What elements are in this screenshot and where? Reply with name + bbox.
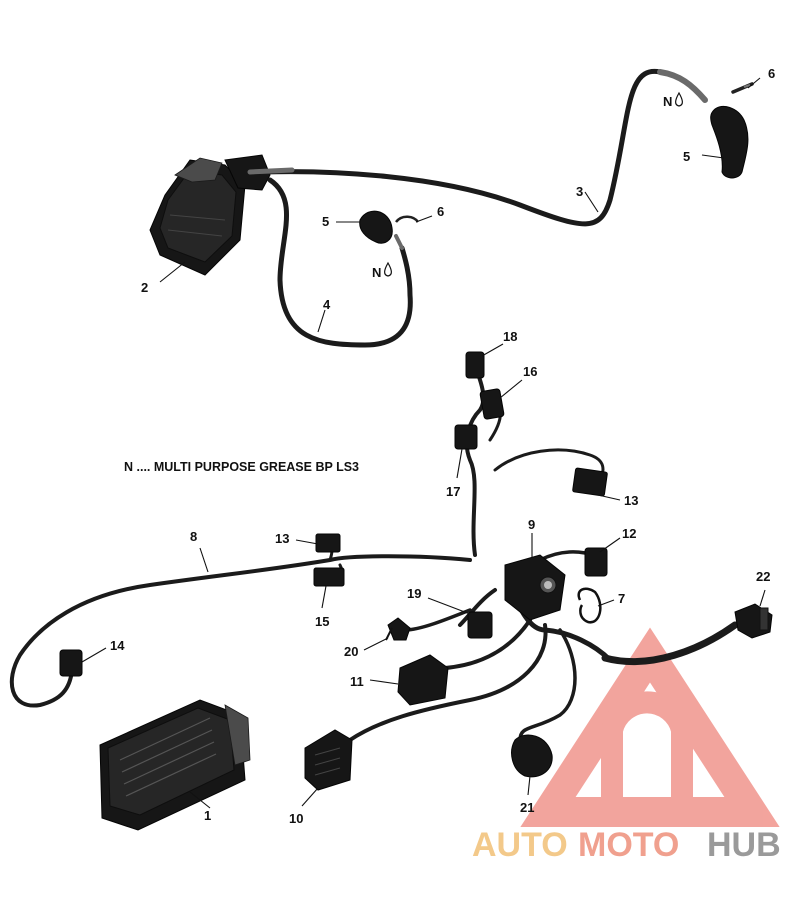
clip-6-top bbox=[731, 82, 754, 94]
connector-19 bbox=[467, 611, 493, 639]
callout-21: 21 bbox=[520, 800, 534, 815]
main-wiring-harness bbox=[9, 363, 739, 742]
connector-10 bbox=[304, 729, 353, 791]
grease-symbol-left: N bbox=[372, 265, 381, 280]
grease-note: N .... MULTI PURPOSE GREASE BP LS3 bbox=[124, 460, 359, 474]
callout-14: 14 bbox=[110, 638, 125, 653]
ignition-coil bbox=[149, 154, 271, 276]
ht-lead-3 bbox=[259, 68, 663, 227]
connector-13-lower bbox=[315, 533, 341, 553]
callout-3: 3 bbox=[576, 184, 583, 199]
connector-12 bbox=[584, 547, 608, 577]
spark-plug-cap-left bbox=[359, 210, 393, 244]
callout-7: 7 bbox=[618, 591, 625, 606]
connector-18 bbox=[465, 351, 485, 379]
callout-13-lower: 13 bbox=[275, 531, 289, 546]
connector-17 bbox=[454, 424, 478, 450]
callout-2: 2 bbox=[141, 280, 148, 295]
sensor-20 bbox=[385, 617, 411, 641]
connector-21 bbox=[511, 734, 553, 778]
callout-10: 10 bbox=[289, 811, 303, 826]
spark-plug-cap-top bbox=[710, 105, 749, 179]
ecu-connector-9 bbox=[504, 554, 566, 621]
callout-19: 19 bbox=[407, 586, 421, 601]
callout-12: 12 bbox=[622, 526, 636, 541]
grease-symbol-top: N bbox=[663, 94, 672, 109]
connector-14 bbox=[59, 649, 83, 677]
callout-13-upper: 13 bbox=[624, 493, 638, 508]
watermark-auto: AUTO bbox=[472, 826, 568, 864]
clamp-7 bbox=[577, 587, 602, 624]
callout-11: 11 bbox=[350, 674, 364, 689]
watermark-hub: HUB bbox=[707, 826, 781, 864]
callout-20: 20 bbox=[344, 644, 358, 659]
connector-13-upper bbox=[572, 467, 608, 497]
watermark-text: AUTO MOTO HUB bbox=[472, 826, 781, 864]
connector-11 bbox=[397, 654, 449, 706]
callout-5-top: 5 bbox=[683, 149, 690, 164]
callout-22: 22 bbox=[756, 569, 770, 584]
callout-9: 9 bbox=[528, 517, 535, 532]
clip-6-left bbox=[395, 215, 420, 223]
callout-8: 8 bbox=[190, 529, 197, 544]
watermark-moto: MOTO bbox=[578, 826, 679, 864]
callout-17: 17 bbox=[446, 484, 460, 499]
watermark-logo bbox=[520, 627, 780, 827]
leader-lines bbox=[81, 77, 766, 809]
callout-6-left: 6 bbox=[437, 204, 444, 219]
callout-5-left: 5 bbox=[322, 214, 329, 229]
ht-lead-4 bbox=[267, 177, 413, 348]
voltage-regulator bbox=[99, 699, 251, 831]
callout-1: 1 bbox=[204, 808, 211, 823]
connector-15 bbox=[313, 567, 345, 587]
callout-18: 18 bbox=[503, 329, 517, 344]
connector-16 bbox=[479, 388, 505, 420]
connector-22 bbox=[734, 603, 773, 639]
callout-16: 16 bbox=[523, 364, 537, 379]
callout-4: 4 bbox=[323, 297, 331, 312]
callout-15: 15 bbox=[315, 614, 329, 629]
grease-drop-icon bbox=[384, 261, 392, 277]
grease-drop-icon bbox=[675, 91, 683, 107]
callout-6-top: 6 bbox=[768, 66, 775, 81]
